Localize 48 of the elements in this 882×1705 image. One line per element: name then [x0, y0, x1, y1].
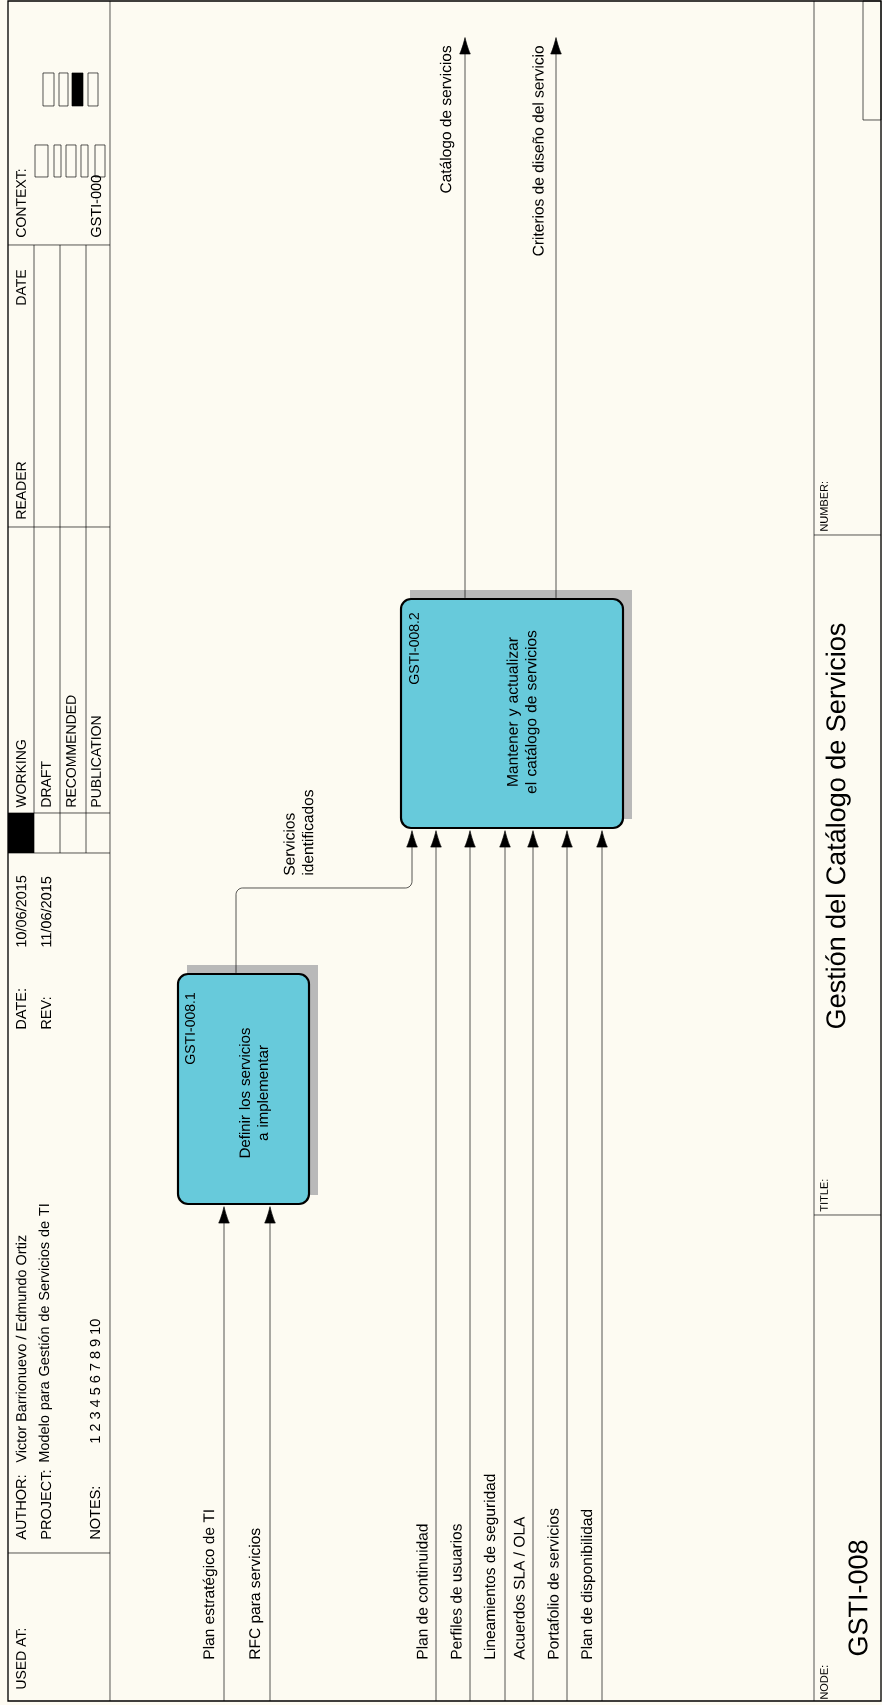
arrow — [218, 1206, 230, 1702]
arrow — [464, 830, 476, 1702]
status-label: WORKING — [16, 740, 26, 808]
status-label: RECOMMENDED — [66, 695, 76, 807]
arrow — [264, 1206, 276, 1702]
field-label: CONTEXT: — [16, 169, 26, 237]
arrow — [430, 830, 442, 1702]
arrow-label: Catálogo de servicios — [439, 45, 455, 193]
arrow — [550, 37, 562, 599]
field-value: 1 2 3 4 5 6 7 8 9 10 — [89, 1319, 101, 1443]
arrow-label: Criterios de diseño del servicio — [532, 46, 544, 256]
field-value: 11/06/2015 — [40, 876, 52, 947]
field-value: Victor Barrionuevo / Edmundo Ortiz — [15, 1235, 27, 1463]
field-label: TITLE: — [820, 1179, 828, 1212]
arrow-label: Plan de continuidad — [416, 1524, 428, 1659]
status-label: DRAFT — [41, 761, 51, 807]
field-label: DATE: — [16, 989, 26, 1029]
arrow-label: Lineamientos de seguridad — [483, 1474, 499, 1659]
arrow — [459, 37, 471, 599]
field-label: NOTES: — [89, 1487, 101, 1539]
field-label: DATE — [16, 269, 26, 305]
arrow — [561, 830, 573, 1702]
field-label: NUMBER: — [820, 481, 828, 531]
arrow-label: Plan estratégico de TI — [202, 1510, 218, 1659]
context-number: GSTI-000 — [90, 175, 102, 237]
arrow-label: Portafolio de servicios — [547, 1508, 559, 1659]
process-box: GSTI-008.2 Mantener y actualizar el catálogo de servicios — [399, 590, 632, 830]
status-label: PUBLICATION — [91, 716, 101, 807]
field-label: READER — [16, 461, 26, 519]
field-value: 10/06/2015 — [15, 875, 27, 947]
field-label: NODE: — [820, 1665, 828, 1699]
diagram-title: Gestión del Catálogo de Servicios — [825, 623, 851, 1028]
field-value: Modelo para Gestión de Servicios de TI — [38, 1204, 52, 1462]
field-label: PROJECT: — [40, 1470, 52, 1539]
field-label: USED AT: — [16, 1628, 26, 1689]
node-number: GSTI-008 — [848, 1540, 868, 1656]
arrow-label: Perfiles de usuarios — [450, 1524, 462, 1659]
arrow-label: Acuerdos SLA / OLA — [513, 1516, 525, 1660]
arrow-label: Plan de disponibilidad — [580, 1509, 596, 1659]
field-label: REV: — [41, 997, 51, 1029]
field-label: AUTHOR: — [15, 1475, 27, 1540]
arrow — [499, 830, 511, 1702]
arrow — [527, 830, 539, 1702]
arrow-label: RFC para servicios — [248, 1528, 264, 1659]
arrow — [596, 830, 608, 1702]
arrow-label: Servicios identificados — [283, 790, 314, 875]
process-box: GSTI-008.1 Definir los servicios a implementar — [176, 965, 318, 1206]
arrow — [235, 830, 418, 974]
